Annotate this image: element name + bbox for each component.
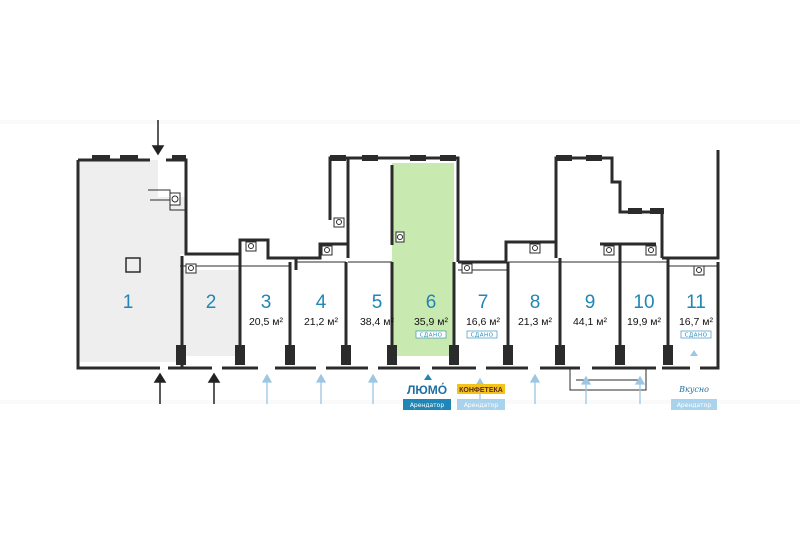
unit-number: 8 — [530, 292, 541, 313]
unit-area: 21,2 м² — [304, 316, 339, 328]
tenant-brand: Вкусно — [678, 385, 709, 394]
tenant-brand: ЛЮМО́ — [407, 382, 447, 397]
unit-area: 21,3 м² — [518, 316, 553, 328]
unit-number: 1 — [123, 292, 134, 313]
entrance-arrow-icon — [261, 373, 273, 404]
unit-4[interactable]: 4 21,2 м² — [304, 292, 339, 328]
tenant-pointer-icon — [424, 374, 432, 380]
unit-8[interactable]: 8 21,3 м² — [518, 292, 553, 328]
unit-area: 20,5 м² — [249, 316, 284, 328]
toilet-icon — [333, 217, 345, 228]
unit-area: 16,6 м² — [466, 316, 501, 328]
status-label: СДАНО — [685, 333, 708, 339]
tenant-label: Арендатор — [677, 402, 712, 409]
unit-3[interactable]: 3 20,5 м² — [249, 292, 284, 328]
unit-10[interactable]: 10 19,9 м² — [627, 292, 662, 328]
entrance-arrow-icon — [207, 372, 221, 404]
toilet-icon — [461, 263, 473, 274]
unit-number: 7 — [478, 292, 489, 313]
tenant-badge-vkusno[interactable]: Вкусно Арендатор — [671, 385, 717, 410]
toilet-icon — [693, 265, 705, 276]
unit-11[interactable]: 11 16,7 м² СДАНО — [679, 292, 714, 339]
unit-area: 16,7 м² — [679, 316, 714, 328]
unit-7[interactable]: 7 16,6 м² СДАНО — [466, 292, 501, 339]
unit-number: 9 — [585, 292, 596, 313]
entrance-arrow-icon — [634, 375, 646, 404]
unit-area: 19,9 м² — [627, 316, 662, 328]
unit-9[interactable]: 9 44,1 м² — [573, 292, 608, 328]
unit-2[interactable]: 2 — [206, 292, 217, 313]
unit-number: 10 — [633, 292, 654, 313]
status-label: СДАНО — [420, 333, 443, 339]
entrance-arrow-icon — [315, 373, 327, 404]
toilet-icon — [395, 231, 405, 243]
unit-number: 11 — [686, 292, 706, 313]
unit-area: 38,4 м² — [360, 316, 395, 328]
toilet-icon — [245, 241, 257, 252]
unit-area: 35,9 м² — [414, 316, 449, 328]
status-label: СДАНО — [471, 333, 494, 339]
entrance-arrow-icon — [151, 120, 165, 156]
toilet-icon — [321, 245, 333, 256]
unit-number: 4 — [316, 292, 327, 313]
tenant-badges: ЛЮМО́ Арендатор КОНФЕТЕКА Арендатор Вкус… — [403, 382, 717, 410]
toilet-icon — [645, 245, 657, 256]
toilets — [169, 192, 705, 276]
column-icon — [125, 257, 141, 273]
unit-number: 5 — [372, 292, 383, 313]
columns — [92, 155, 673, 365]
status-badge — [466, 330, 498, 339]
tenant-pointer-icon — [690, 350, 698, 356]
entrance-arrow-icon — [153, 372, 167, 404]
unit-number: 2 — [206, 292, 217, 313]
unit-labels: 1 2 3 20,5 м² 4 21,2 м² 5 38,4 м² 6 35,9… — [123, 292, 714, 339]
tenant-brand: КОНФЕТЕКА — [459, 387, 503, 394]
unit-5[interactable]: 5 38,4 м² — [360, 292, 395, 328]
entrance-arrow-icon — [367, 373, 379, 404]
status-badge — [415, 330, 447, 339]
unit-6[interactable]: 6 35,9 м² СДАНО — [414, 292, 449, 339]
tenant-badge-liumo[interactable]: ЛЮМО́ Арендатор — [403, 382, 451, 410]
status-badge — [680, 330, 712, 339]
tenant-label: Арендатор — [410, 402, 445, 409]
toilet-icon — [185, 263, 197, 274]
entrance-arrow-icon — [580, 375, 592, 404]
toilet-icon — [603, 245, 615, 256]
entrance-arrow-icon — [529, 373, 541, 404]
unit-1[interactable]: 1 — [123, 292, 134, 313]
tenant-label: Арендатор — [464, 402, 499, 409]
unit-number: 6 — [426, 292, 437, 313]
unit-number: 3 — [261, 292, 272, 313]
toilet-icon — [529, 243, 541, 254]
area-fills — [78, 160, 454, 362]
tenant-badge-konfeteka[interactable]: КОНФЕТЕКА Арендатор — [457, 384, 505, 410]
unit-area: 44,1 м² — [573, 316, 608, 328]
toilet-icon — [169, 192, 181, 206]
